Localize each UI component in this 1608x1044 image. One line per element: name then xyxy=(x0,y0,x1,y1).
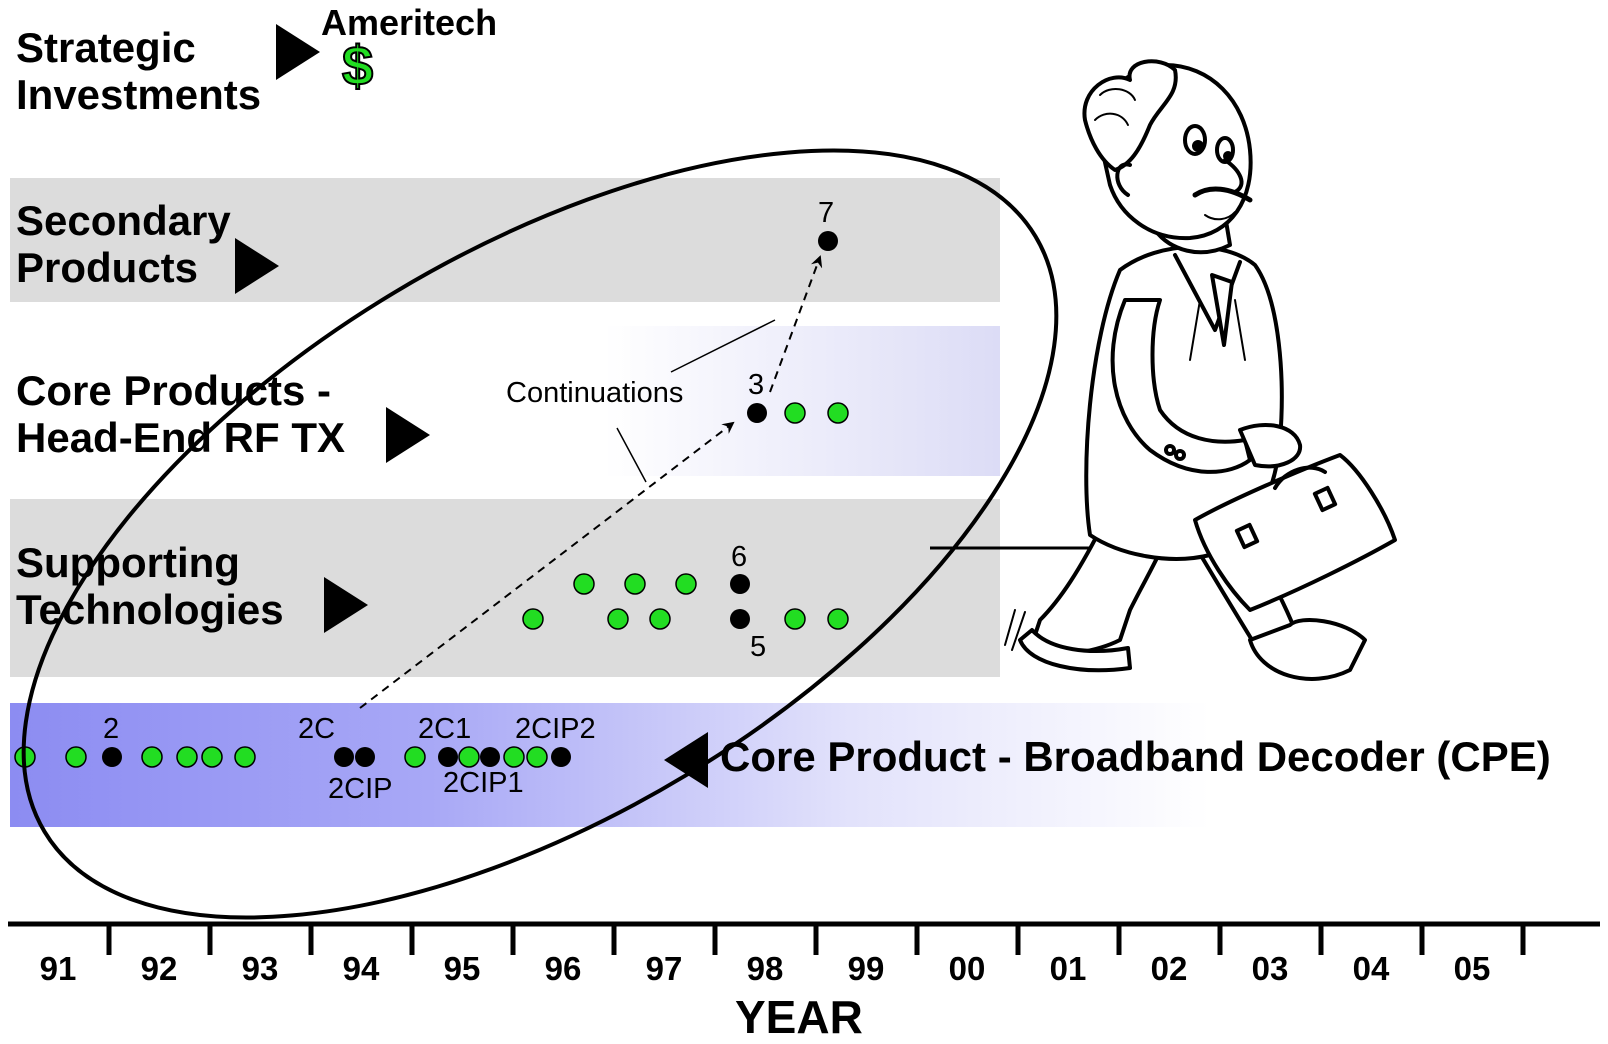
row-label-strategic-investments: Strategic Investments xyxy=(16,24,261,118)
continuation-arrow-cpe-to-rf xyxy=(359,421,735,709)
black-dot-2cip1 xyxy=(480,747,500,767)
row-label-line: Core Products - xyxy=(16,367,332,414)
continuations-label: Continuations xyxy=(506,377,683,409)
year-label: 98 xyxy=(746,950,784,987)
continuations-leader-lower xyxy=(616,427,647,483)
year-label: 02 xyxy=(1150,950,1188,987)
point-label-2c: 2C xyxy=(298,713,335,745)
green-dot xyxy=(65,746,87,768)
investor-name: Ameritech xyxy=(321,2,498,43)
green-dot xyxy=(675,573,697,595)
year-label: 97 xyxy=(645,950,683,987)
walking-businessman-illustration xyxy=(1004,59,1397,681)
green-dot xyxy=(573,573,595,595)
green-dot xyxy=(526,746,548,768)
point-label-5: 5 xyxy=(750,631,766,663)
timeline-ticks xyxy=(106,924,1526,955)
black-dot-2cip xyxy=(355,747,375,767)
right-triangle-icon xyxy=(386,407,430,463)
left-triangle-icon xyxy=(664,732,708,788)
right-triangle-icon xyxy=(324,577,368,633)
row-label-core-products-rf: Core Products - Head-End RF TX xyxy=(16,367,345,461)
year-label: 04 xyxy=(1352,950,1390,987)
black-dot-2cip2 xyxy=(551,747,571,767)
year-label: 92 xyxy=(140,950,178,987)
year-label: 93 xyxy=(241,950,279,987)
band-supporting-technologies xyxy=(10,499,1000,677)
year-label: 00 xyxy=(948,950,986,987)
year-label: 99 xyxy=(847,950,885,987)
dollar-icon: $ xyxy=(341,34,374,97)
black-dot-5 xyxy=(730,609,750,629)
year-label: 95 xyxy=(443,950,481,987)
row-label-line: Supporting xyxy=(16,539,240,586)
green-dot xyxy=(827,608,849,630)
green-dot xyxy=(458,746,480,768)
green-dot xyxy=(234,746,256,768)
row-label-secondary-products: Secondary Products xyxy=(16,197,231,291)
row-label-line: Products xyxy=(16,244,199,291)
black-dot-7 xyxy=(818,231,838,251)
green-dot xyxy=(607,608,629,630)
year-label: 03 xyxy=(1251,950,1289,987)
row-label-core-product-cpe: Core Product - Broadband Decoder (CPE) xyxy=(720,733,1551,780)
focus-ellipse xyxy=(21,148,1059,920)
row-label-line: Head-End RF TX xyxy=(16,414,346,461)
right-triangle-icon xyxy=(276,24,320,80)
row-label-line: Technologies xyxy=(16,586,284,633)
green-dot xyxy=(649,608,671,630)
row-label-line: Secondary xyxy=(16,197,231,244)
row-label-supporting-technologies: Supporting Technologies xyxy=(16,539,284,633)
point-label-2: 2 xyxy=(103,713,119,745)
year-label: 94 xyxy=(342,950,380,987)
green-dot xyxy=(503,746,525,768)
green-dot xyxy=(201,746,223,768)
green-dot xyxy=(624,573,646,595)
black-dot-2 xyxy=(102,747,122,767)
continuation-arrow-rf-to-secondary xyxy=(769,255,823,393)
row-label-line: Strategic xyxy=(16,24,196,71)
point-label-6: 6 xyxy=(731,541,747,573)
continuations-leader-upper xyxy=(670,319,776,373)
black-dot-6 xyxy=(730,574,750,594)
year-label: 91 xyxy=(39,950,77,987)
year-label: 96 xyxy=(544,950,582,987)
green-dot xyxy=(784,402,806,424)
green-dot xyxy=(141,746,163,768)
year-label: 05 xyxy=(1453,950,1491,987)
point-label-2cip2: 2CIP2 xyxy=(515,713,596,745)
right-triangle-icon xyxy=(235,238,279,294)
black-dots xyxy=(102,231,838,767)
black-dot-2c xyxy=(334,747,354,767)
green-dot xyxy=(404,746,426,768)
green-dot xyxy=(522,608,544,630)
black-dot-3 xyxy=(747,403,767,423)
point-label-2c1: 2C1 xyxy=(418,713,471,745)
point-label-3: 3 xyxy=(748,369,764,401)
year-label: 01 xyxy=(1049,950,1087,987)
green-dots xyxy=(14,402,849,768)
green-dot xyxy=(176,746,198,768)
point-label-2cip: 2CIP xyxy=(328,773,392,805)
green-dot xyxy=(784,608,806,630)
green-dot xyxy=(827,402,849,424)
point-label-2cip1: 2CIP1 xyxy=(443,767,524,799)
black-dot-2c1 xyxy=(438,747,458,767)
row-label-line: Investments xyxy=(16,71,262,118)
point-label-7: 7 xyxy=(818,197,834,229)
band-core-products-rf xyxy=(10,326,1000,476)
axis-title: YEAR xyxy=(735,991,863,1043)
